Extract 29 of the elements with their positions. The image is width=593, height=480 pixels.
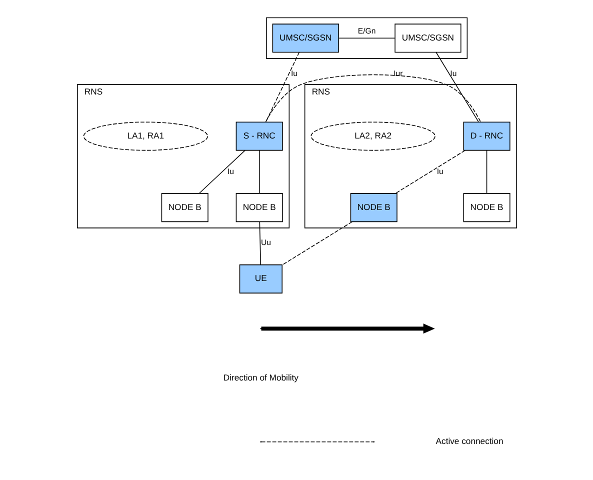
node-box: D - RNC xyxy=(462,122,510,151)
edge-label: Iu xyxy=(450,68,456,78)
label: Direction of Mobility xyxy=(222,372,298,383)
node-box: UE xyxy=(238,264,282,294)
connector xyxy=(435,52,478,122)
connector xyxy=(281,221,352,266)
node-box: NODE B xyxy=(462,193,510,222)
node-box: NODE B xyxy=(160,193,208,222)
node-box: UMSC/SGSN xyxy=(394,24,461,53)
node-box: NODE B xyxy=(235,193,282,222)
cluster xyxy=(266,17,468,59)
connector xyxy=(486,150,487,194)
node-box: UMSC/SGSN xyxy=(272,24,338,53)
connector xyxy=(198,150,245,194)
node-ellipse: LA1, RA1 xyxy=(82,122,208,151)
connector xyxy=(394,150,465,194)
node-ellipse: LA2, RA2 xyxy=(310,122,435,151)
edge-label: Iu xyxy=(436,166,443,176)
legend-label: Active connection xyxy=(435,436,503,446)
edge-label: Iu xyxy=(226,166,234,176)
edge-label: Uu xyxy=(260,238,271,248)
connector xyxy=(258,150,260,194)
node-box: NODE B xyxy=(350,193,397,222)
connector xyxy=(264,74,481,122)
connector xyxy=(338,38,395,39)
edge-label: Iu xyxy=(290,68,298,78)
connector xyxy=(258,221,261,266)
edge-label: E/Gn xyxy=(357,26,376,36)
node-box: S - RNC xyxy=(235,122,282,151)
